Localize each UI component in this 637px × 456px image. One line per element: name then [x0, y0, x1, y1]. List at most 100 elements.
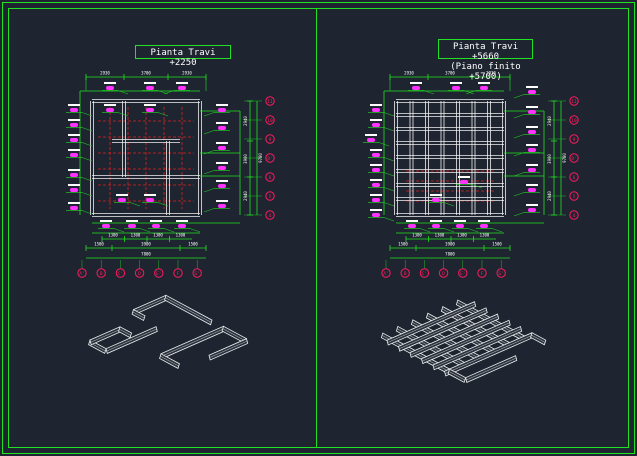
iso-beam-edge [448, 371, 465, 381]
dim-right-2: 2940 [243, 191, 248, 201]
beam-tag-9-caption [450, 82, 462, 84]
beam-tag-12-leader [513, 114, 525, 119]
dim-bottom-part-1: 1300 [131, 233, 141, 238]
beam-tag-5-leader [383, 187, 395, 192]
beam-tag-10-caption [104, 104, 116, 106]
grid-bubble-row-4-label: 6 [269, 175, 272, 181]
beam-tag-11-caption [144, 104, 156, 106]
beam-tag-18-caption [430, 194, 442, 196]
grid-bubble-col-3-label: D [442, 271, 445, 277]
plan-title-right: Pianta Travi +5660 (Piano finito +5700) [438, 39, 533, 82]
beam-tag-22-caption [150, 220, 162, 222]
beam-tag-17-leader [513, 212, 525, 217]
grid-bubble-col-2-label: C' [422, 271, 427, 277]
dim-top-0: 2930 [404, 71, 414, 76]
grid-bubble-col-6-label: G' [498, 271, 503, 277]
plan-title-right-line2: (Piano finito +5700) [450, 62, 521, 82]
beam-tag-10 [106, 108, 114, 112]
beam-tag-11 [146, 108, 154, 112]
beam-tag-23 [480, 224, 488, 228]
beam-tag-3-caption [68, 149, 80, 151]
beam-tag-5-leader [81, 192, 93, 197]
beam-tag-6 [372, 198, 380, 202]
beam-tag-8-caption [410, 82, 422, 84]
beam-tag-1 [372, 123, 380, 127]
beam-tag-23 [178, 224, 186, 228]
grid-bubble-row-5-label: 5 [573, 194, 576, 200]
beam-tag-3-leader [81, 157, 93, 162]
iso-beam-edge [161, 328, 225, 357]
grid-bubble-row-3-label: 8' [267, 156, 272, 162]
beam-tag-4-caption [370, 164, 382, 166]
dim-top-1: 3700 [445, 71, 455, 76]
dim-bottom-part-2: 1300 [153, 233, 163, 238]
beam-tag-7-leader [383, 217, 395, 222]
grid-bubble-col-5-label: F [481, 271, 484, 277]
dim-bottom-mid-1: 3900 [141, 242, 151, 247]
iso-beam-edge [134, 297, 167, 313]
beam-tag-7 [372, 213, 380, 217]
beam-tag-19-caption [458, 176, 470, 178]
beam-tag-10-leader [117, 112, 129, 117]
beam-tag-8-caption [144, 82, 156, 84]
grid-bubble-col-3 [134, 268, 145, 278]
beam-tag-17-leader [203, 208, 215, 213]
grid-bubble-row-5-label: 5 [269, 194, 272, 200]
beam-tag-9-leader [463, 90, 475, 95]
beam-tag-8-leader [423, 90, 435, 95]
beam-tag-20-leader [419, 228, 431, 233]
grid-bubble-row-1 [569, 115, 579, 125]
beam-tag-23-leader [491, 228, 503, 233]
beam-tag-7 [106, 86, 114, 90]
dim-right-total: 9780 [562, 153, 567, 163]
grid-bubble-row-6-label: 4 [573, 213, 576, 219]
grid-bubble-row-1-label: 10 [571, 118, 577, 124]
iso-beam-edge [90, 328, 121, 343]
iso-beam-edge [132, 311, 145, 319]
iso-beam-edge [399, 310, 487, 349]
beam-tag-17-caption [526, 204, 538, 206]
beam-tag-21-caption [126, 220, 138, 222]
grid-bubble-col-1-label: B [404, 271, 407, 277]
beam-tag-15-leader [203, 170, 215, 175]
iso-beam-edge [531, 334, 546, 343]
beam-tag-2 [367, 138, 375, 142]
beam-tag-2-leader [378, 142, 390, 147]
beam-tag-9-caption [176, 82, 188, 84]
beam-tag-13-caption [216, 122, 228, 124]
beam-tag-3-caption [370, 149, 382, 151]
beam-tag-5-caption [370, 179, 382, 181]
dim-bottom-mid-0: 1500 [398, 242, 408, 247]
iso-beam-edge [422, 322, 510, 362]
beam-tag-1-caption [68, 119, 80, 121]
beam-tag-3 [372, 153, 380, 157]
grid-bubble-col-4 [458, 268, 468, 278]
grid-bubble-row-0 [265, 96, 275, 106]
grid-bubble-col-2 [419, 268, 430, 278]
plan-title-left: Pianta Travi +2250 [135, 45, 231, 68]
beam-tag-16 [218, 184, 226, 188]
iso-beam-edge [119, 328, 131, 336]
dim-right-1: 3900 [547, 154, 552, 164]
beam-tag-19 [146, 198, 154, 202]
grid-bubble-col-6 [496, 268, 506, 278]
dim-bottom-mid-0: 1500 [94, 242, 104, 247]
beam-tag-2-caption [68, 134, 80, 136]
beam-tag-21-leader [139, 228, 151, 233]
beam-tag-23-leader [189, 228, 201, 233]
beam-tag-22-leader [467, 228, 479, 233]
iso-beam-edge [387, 303, 476, 343]
beam-tag-17 [528, 208, 536, 212]
plan-title-left-text: Pianta Travi +2250 [150, 48, 216, 68]
beam-tag-17 [218, 204, 226, 208]
beam-tag-6 [70, 206, 78, 210]
beam-tag-0-caption [68, 104, 80, 106]
iso-beam-edge [433, 328, 522, 368]
grid-bubble-col-3-label: D [138, 271, 141, 277]
grid-bubble-col-4-label: E' [460, 271, 465, 277]
grid-bubble-col-4 [154, 268, 164, 278]
beam-tag-6-caption [370, 194, 382, 196]
dim-bottom-part-2: 1300 [457, 233, 467, 238]
